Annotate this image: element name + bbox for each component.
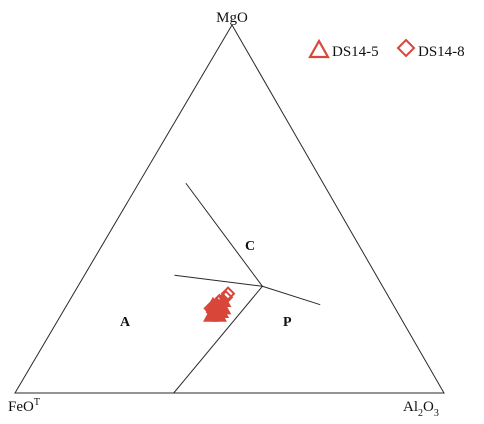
field-label-c: C (245, 239, 255, 254)
point-ds14-8-1 (211, 293, 227, 309)
legend-label-ds14-5: DS14-5 (332, 44, 379, 60)
legend-item-ds14-5: DS14-5 (308, 38, 379, 60)
field-label-a: A (120, 315, 131, 330)
legend-label-ds14-8: DS14-8 (418, 44, 465, 60)
point-ds14-8-5 (205, 304, 221, 320)
point-ds14-8-4 (203, 300, 219, 316)
legend: DS14-5 DS14-8 (308, 38, 465, 60)
field-boundaries (173, 182, 321, 394)
boundary-c-p (262, 285, 321, 306)
field-label-p: P (283, 315, 292, 330)
vertex-label-al2o3: Al2O3 (403, 399, 439, 419)
legend-item-ds14-8: DS14-8 (396, 38, 465, 60)
legend-diamond-icon (396, 38, 416, 58)
vertex-label-mgo: MgO (216, 10, 248, 26)
vertex-label-feot: FeOT (8, 397, 40, 415)
ternary-frame (14, 24, 445, 394)
point-ds14-8-2 (214, 297, 229, 313)
boundary-a-c (185, 182, 263, 287)
data-points (203, 286, 236, 322)
boundary-a-base (173, 285, 263, 394)
point-ds14-8-3 (220, 286, 236, 302)
legend-triangle-icon (308, 38, 330, 59)
boundary-a-p (174, 274, 263, 287)
